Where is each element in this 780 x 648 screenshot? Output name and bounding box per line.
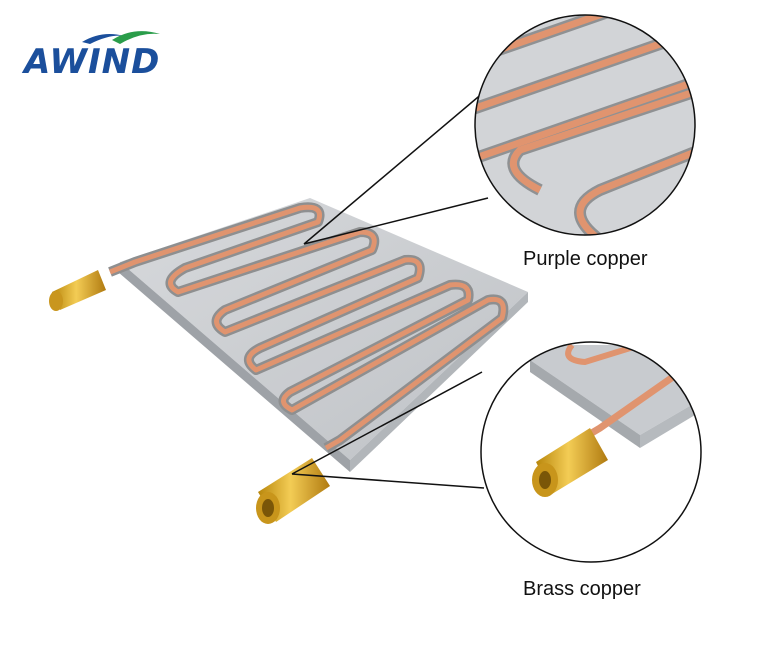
brand-logo: AWIND [24, 28, 174, 82]
brand-logo-text: AWIND [24, 42, 161, 82]
zoom-circle-bottom [480, 341, 702, 563]
purple-copper-label: Purple copper [523, 248, 648, 270]
brass-copper-label: Brass copper [523, 578, 641, 600]
callout-lines [291, 91, 489, 489]
brass-fitting-right [256, 458, 330, 524]
zoom-circle-top [474, 14, 696, 236]
wave-leaf-icon [82, 31, 160, 44]
brass-fitting-left [49, 270, 106, 311]
